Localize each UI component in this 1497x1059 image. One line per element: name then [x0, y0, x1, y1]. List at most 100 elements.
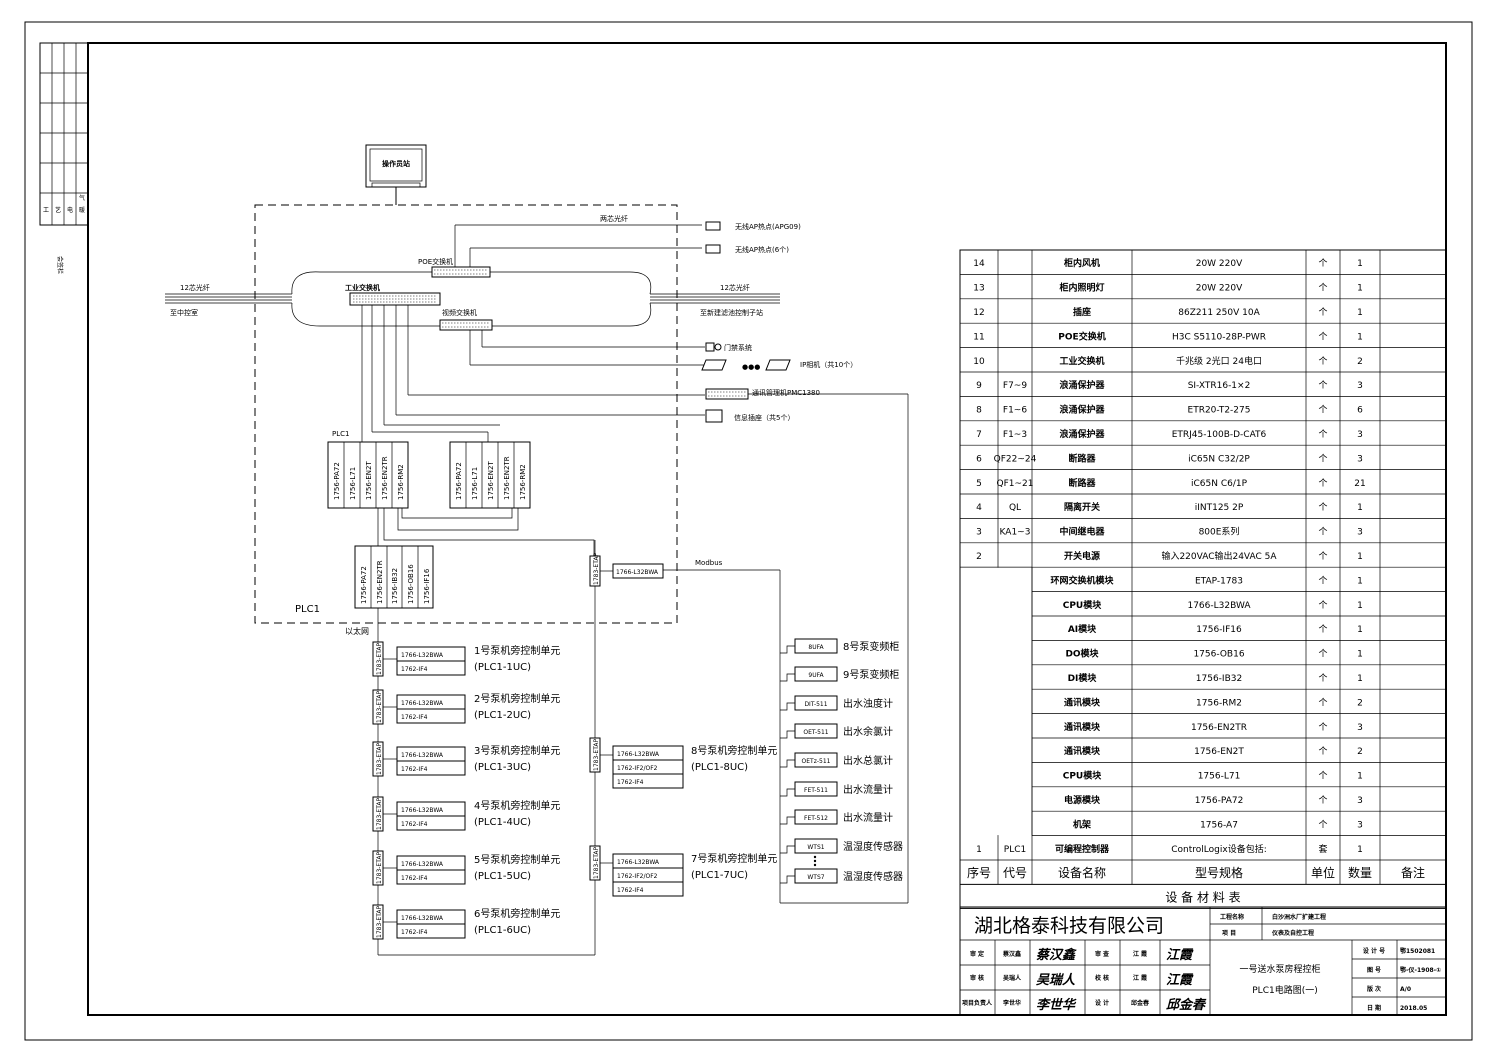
device-tag-box: [794, 781, 838, 797]
fiber-top-label: 两芯光纤: [600, 214, 628, 223]
bom-cell-name: 通讯模块: [1064, 745, 1101, 757]
bom-cell-no: 14: [973, 259, 985, 269]
bom-cell-name: CPU模块: [1063, 770, 1103, 782]
bom-cell-code: QL: [1009, 503, 1021, 513]
bom-cell-model: iC65N C6/1P: [1191, 479, 1248, 489]
etap-label: 1783-ETAP: [376, 642, 383, 675]
rack-module: 1756-RM2: [397, 464, 405, 500]
bom-cell-model: 1756-RM2: [1196, 698, 1242, 708]
bom-cell-code: F7~9: [1003, 381, 1027, 391]
bom-cell-qty: 1: [1357, 601, 1363, 611]
bom-cell-name: 工业交换机: [1059, 355, 1104, 367]
rack-module: 1756-RM2: [519, 464, 527, 500]
etap-label: 1783-ETAP: [376, 797, 383, 830]
bom-cell-qty: 3: [1357, 381, 1363, 391]
margin-label: 电: [67, 206, 73, 214]
bom-cell-unit: 套: [1318, 843, 1327, 855]
poe-switch: POE交换机: [418, 257, 491, 278]
bom-cell-qty: 2: [1357, 698, 1363, 708]
margin-sign-grid: 工 艺 电 气 暖 会签栏: [39, 42, 89, 274]
unit-io-label: 1762-IF4: [401, 875, 428, 882]
unit-cpu-label: 1766-L32BWA: [401, 700, 444, 707]
bom-cell-model: 1756-L71: [1198, 772, 1241, 782]
sign-name: 吴瑞人: [1003, 974, 1022, 982]
rack-module: 1756-PA72: [333, 462, 341, 500]
unit-cpu-label: 1766-L32BWA: [401, 752, 444, 759]
bom-cell-no: 9: [976, 381, 982, 391]
info-value: 鄂-仪-1908-①: [1400, 966, 1441, 974]
item-value: 仪表及自控工程: [1271, 929, 1314, 937]
plc-rack-2: 1756-PA72 1756-L71 1756-EN2T 1756-EN2TR …: [449, 441, 531, 509]
info-key: 设 计 号: [1363, 947, 1385, 955]
bom-cell-no: 3: [976, 528, 982, 538]
bom-header-code: 代号: [1003, 866, 1027, 880]
ellipsis: ●●●: [742, 363, 760, 371]
rack-module: 1756-IB32: [391, 568, 399, 604]
etap-label: 1783-ETAP: [593, 846, 600, 879]
unit-io-label: 1762-IF4: [401, 929, 428, 936]
bom-cell-unit: 个: [1318, 697, 1327, 708]
poe-switch-label: POE交换机: [418, 257, 453, 266]
device-tag-box: [794, 638, 838, 654]
unit-name: 4号泵机旁控制单元: [474, 799, 560, 812]
bom-cell-unit: 个: [1318, 405, 1327, 416]
bom-cell-model: 20W 220V: [1196, 259, 1243, 269]
bom-cell-no: 6: [976, 454, 982, 464]
sign-name: 李世华: [1002, 999, 1021, 1007]
bom-cell-qty: 1: [1357, 576, 1363, 586]
bom-cell-unit: 个: [1318, 307, 1327, 318]
bom-cell-no: 2: [976, 552, 982, 562]
bom-cell-model: ETRJ45-100B-D-CAT6: [1172, 430, 1267, 440]
ip-camera-icon: [701, 359, 727, 371]
bom-cell-unit: 个: [1318, 551, 1327, 562]
operator-station: 操作员站: [365, 144, 427, 188]
sign-role: 校 核: [1095, 974, 1109, 982]
etap-label: 1783-ETAP: [376, 690, 383, 723]
unit-cpu-label: 1766-L32BWA: [617, 859, 660, 866]
bom-cell-name: 断路器: [1068, 452, 1096, 464]
bom-cell-qty: 6: [1357, 406, 1363, 416]
bom-cell-unit: 个: [1318, 624, 1327, 635]
info-socket-icon: [705, 409, 723, 423]
bom-cell-unit: 个: [1318, 795, 1327, 806]
device-tag-box: [794, 752, 838, 768]
unit-code: (PLC1-4UC): [474, 817, 531, 828]
rack-module: 1756-PA72: [455, 462, 463, 500]
bom-cell-no: 1: [976, 845, 982, 855]
bom-cell-name: 中间继电器: [1059, 526, 1105, 538]
bom-cell-name: 通讯模块: [1064, 721, 1101, 733]
bom-cell-unit: 个: [1318, 673, 1327, 684]
device-tag: OETz-511: [802, 758, 831, 765]
bom-cell-qty: 21: [1354, 479, 1365, 489]
unit-code: (PLC1-3UC): [474, 762, 531, 773]
bom-cell-model: 1766-L32BWA: [1187, 601, 1251, 611]
bom-title: 设 备 材 料 表: [1165, 890, 1240, 904]
etap-label: 1783-ETAP: [593, 552, 600, 585]
bom-cell-unit: 个: [1318, 258, 1327, 269]
ap-hotspot-icon: [705, 221, 721, 231]
bom-header-note: 备注: [1401, 865, 1425, 880]
bom-cell-qty: 1: [1357, 332, 1363, 342]
rack-module: 1756-PA72: [360, 566, 368, 604]
bom-cell-no: 5: [976, 479, 982, 489]
bom-header-name: 设备名称: [1058, 865, 1106, 880]
bom-cell-qty: 1: [1357, 625, 1363, 635]
bom-cell-qty: 1: [1357, 772, 1363, 782]
plc-rack-3: 1756-PA72 1756-EN2TR 1756-IB32 1756-OB16…: [354, 545, 434, 609]
fiber-left-label: 12芯光纤: [180, 283, 210, 292]
door-lock-icon: [705, 342, 715, 352]
bom-cell-model: 1756-EN2TR: [1191, 723, 1247, 733]
device-tag: WTS1: [807, 844, 824, 851]
bom-header-no: 序号: [967, 865, 991, 880]
device-name: 温湿度传感器: [843, 870, 903, 883]
bom-cell-model: ETAP-1783: [1195, 576, 1243, 586]
sign-name: 江 霞: [1133, 974, 1148, 982]
unit-io-label: 1762-IF4: [401, 666, 428, 673]
unit-cpu-label: 1766-L32BWA: [401, 861, 444, 868]
